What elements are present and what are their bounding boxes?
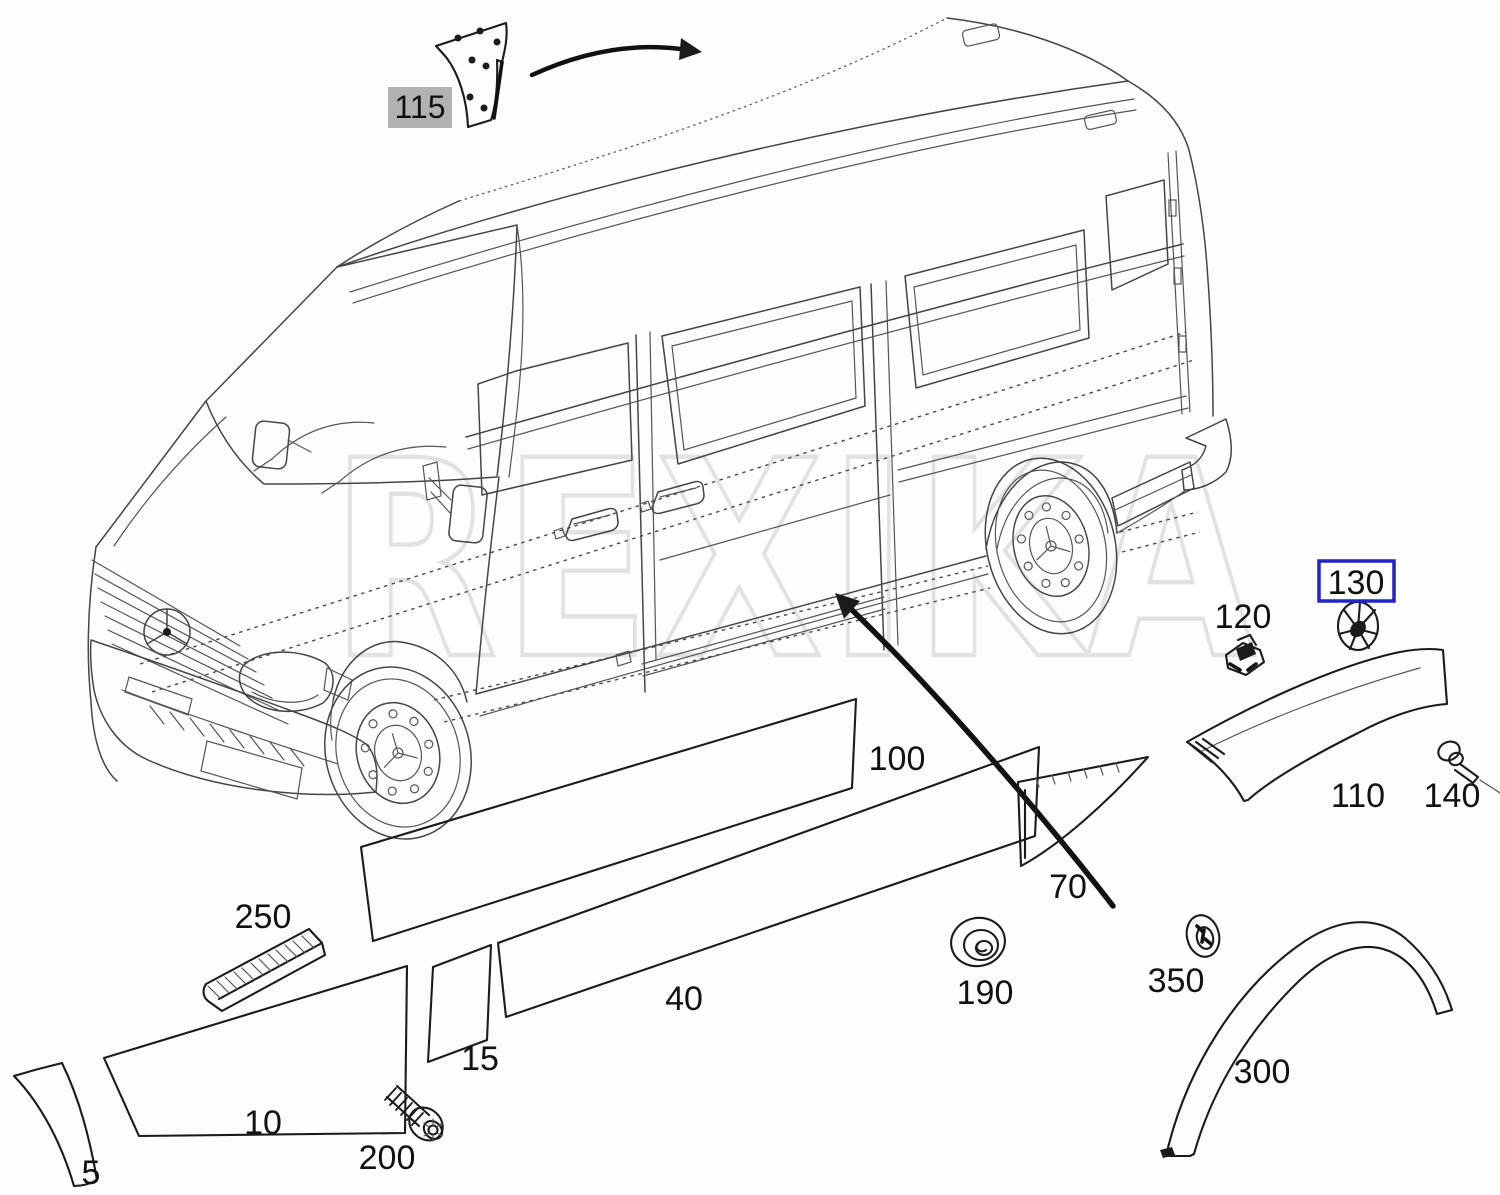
part-label-190: 190: [957, 974, 1014, 1012]
part-label-120: 120: [1215, 598, 1272, 636]
install-arrow-side-icon: [835, 593, 1116, 909]
part-115-b-pillar-trim: [434, 21, 508, 129]
part-label-140: 140: [1424, 777, 1481, 815]
part-label-10: 10: [244, 1104, 282, 1142]
part-300-wheel-arch-flare: [1160, 921, 1454, 1158]
part-label-40: 40: [665, 980, 703, 1018]
part-70-molding: [1016, 755, 1150, 868]
part-label-130: 130: [1328, 564, 1385, 602]
front-door-handle: [553, 507, 619, 542]
part-label-5: 5: [82, 1154, 101, 1192]
part-120-clip: [1224, 633, 1266, 677]
part-label-115: 115: [394, 89, 445, 125]
molding-position-dashed-lines: [139, 331, 1201, 723]
part-40-molding: [496, 745, 1041, 1019]
part-label-200: 200: [359, 1139, 416, 1177]
front-wheel: [324, 666, 472, 840]
part-100-molding: [359, 697, 858, 943]
rear-wheel: [984, 457, 1118, 635]
part-10-molding: [102, 964, 409, 1138]
part-190-grommet: [950, 916, 1006, 968]
part-350-nut: [1185, 914, 1221, 958]
part-label-350: 350: [1148, 962, 1205, 1000]
part-label-300: 300: [1234, 1053, 1291, 1091]
part-250-rub-strip: [202, 927, 327, 1013]
part-label-250: 250: [235, 898, 292, 936]
part-140-rivet: [1437, 740, 1500, 794]
part-110-molding: [1185, 647, 1449, 803]
part-label-100: 100: [869, 740, 926, 778]
part-200-screw: [384, 1084, 444, 1142]
part-label-15: 15: [461, 1040, 499, 1078]
part-15-molding: [426, 943, 493, 1064]
watermark: REXIKA: [330, 404, 1260, 720]
mercedes-star-icon: [143, 608, 191, 656]
side-mirror: [422, 461, 488, 544]
selection-box-130: [1317, 559, 1396, 603]
part-5-molding: [12, 1061, 99, 1188]
install-arrow-roof-icon: [529, 38, 702, 78]
van-line-art: [87, 17, 1232, 840]
highlight-box-115: [388, 87, 452, 128]
part-label-70: 70: [1049, 868, 1087, 906]
far-side-mirror: [251, 420, 312, 470]
part-label-110: 110: [1331, 777, 1385, 815]
